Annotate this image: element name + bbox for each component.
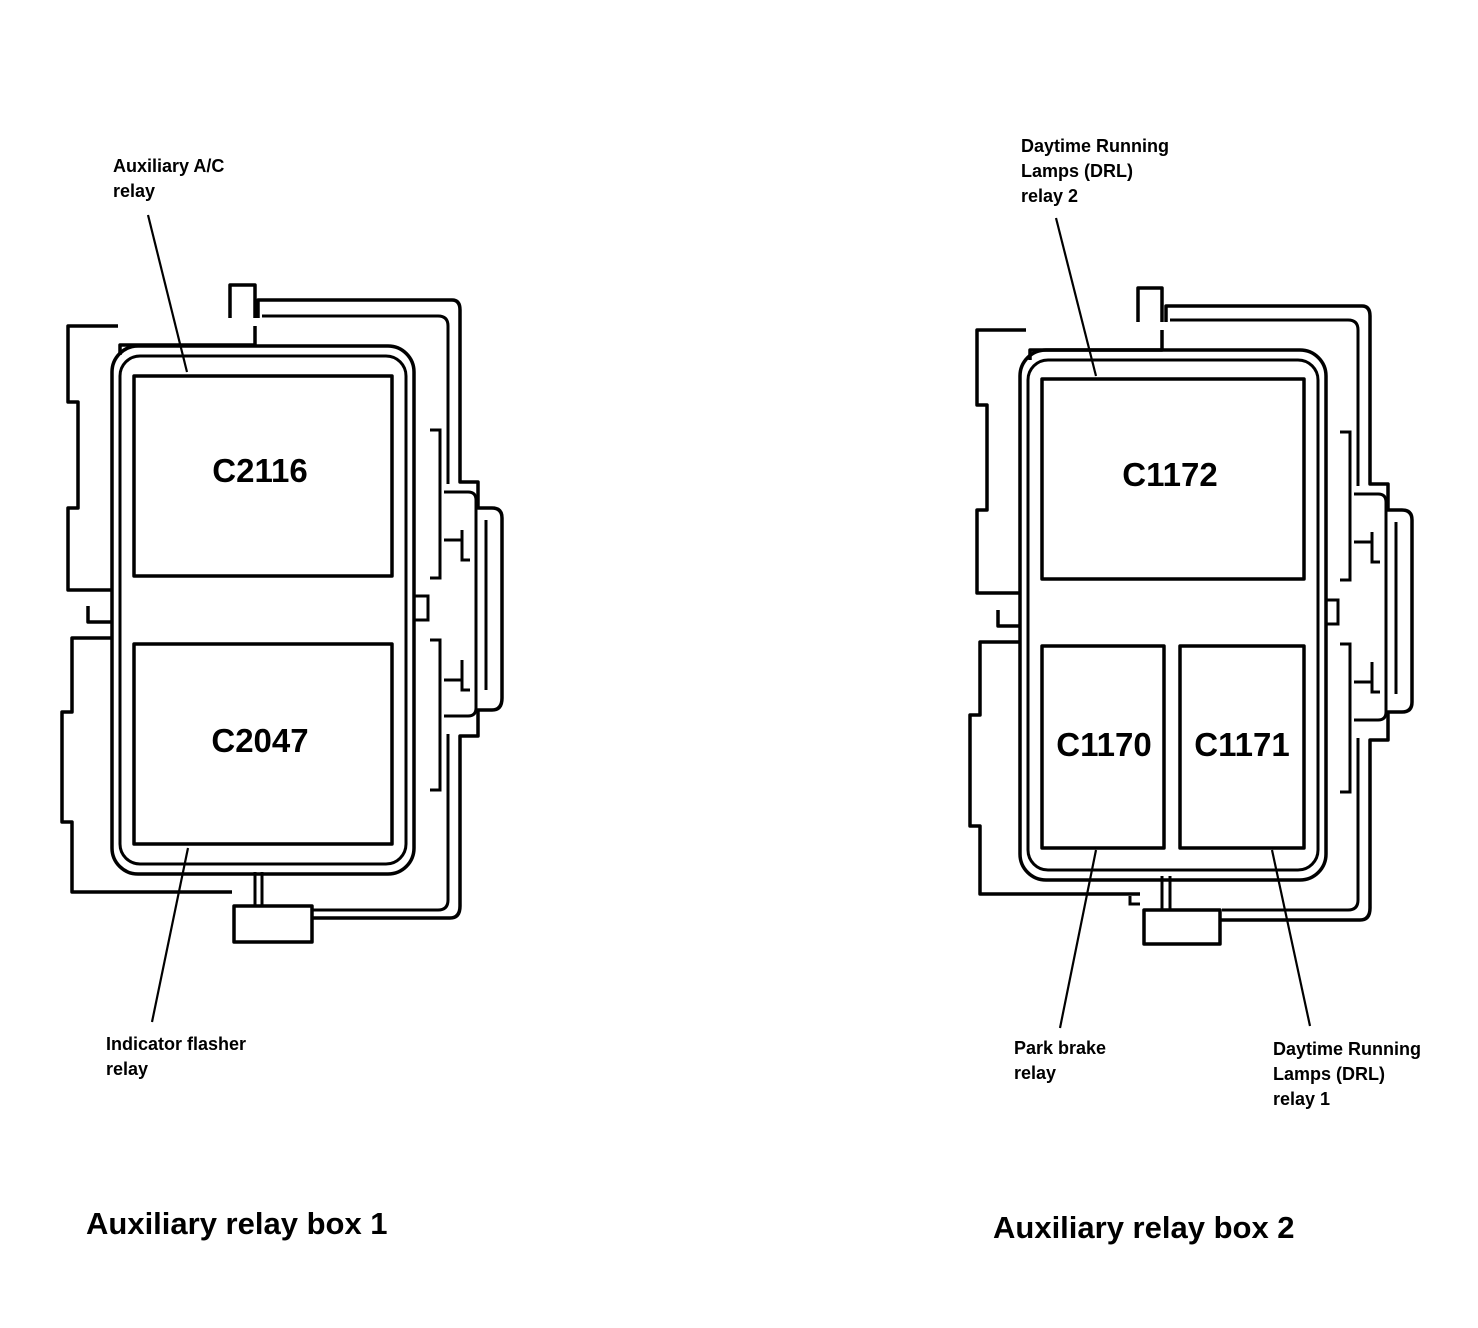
park-callout: Park brake relay [1014, 1038, 1111, 1083]
relay-box-1-body-inner [118, 354, 408, 866]
park-callout-line2: relay [1014, 1063, 1056, 1083]
relay-box-1-bracket-left [60, 324, 232, 894]
drl1-leader [1270, 849, 1312, 1027]
indicator-leader [150, 847, 190, 1023]
drl2-callout-line1: Daytime Running [1021, 136, 1169, 156]
relay-box-2-title: Auxiliary relay box 2 [993, 1210, 1295, 1245]
relay-box-2-bracket-inner [1128, 318, 1398, 912]
c2116-label: C2116 [212, 452, 307, 489]
relay-box-2-bracket-right [1164, 304, 1414, 922]
relay-box-1-body-outer [110, 344, 416, 876]
drl2-callout-line3: relay 2 [1021, 186, 1078, 206]
indicator-callout: Indicator flasher relay [106, 1034, 251, 1079]
drl1-callout-line2: Lamps (DRL) [1273, 1064, 1385, 1084]
indicator-callout-line1: Indicator flasher [106, 1034, 246, 1054]
c1170-block [1040, 644, 1166, 850]
aux-ac-callout-line1: Auxiliary A/C [113, 156, 224, 176]
drl2-leader [1054, 217, 1098, 377]
c1171-label: C1171 [1194, 726, 1289, 763]
drl2-callout-line2: Lamps (DRL) [1021, 161, 1133, 181]
aux-ac-callout: Auxiliary A/C relay [113, 156, 229, 201]
relay-box-2-body-inner [1026, 358, 1320, 872]
relay-box-2-bracket-left [968, 328, 1140, 896]
aux-ac-leader [146, 214, 189, 373]
relay-box-2-body-outer [1018, 348, 1328, 882]
drl1-callout-line1: Daytime Running [1273, 1039, 1421, 1059]
c1170-label: C1170 [1056, 726, 1151, 763]
c1171-block [1178, 644, 1306, 850]
park-leader [1058, 849, 1098, 1029]
relay-box-1: C2116 C2047 Auxiliary A/C relay Indicato… [60, 156, 504, 1241]
relay-box-2-bottom-tab [1142, 908, 1222, 946]
indicator-callout-line2: relay [106, 1059, 148, 1079]
relay-box-1-bracket-inner [262, 314, 488, 912]
relay-box-1-bottom-stem [253, 872, 264, 906]
drl1-callout: Daytime Running Lamps (DRL) relay 1 [1273, 1039, 1426, 1109]
park-callout-line1: Park brake [1014, 1038, 1106, 1058]
aux-ac-callout-line2: relay [113, 181, 155, 201]
relay-box-1-title: Auxiliary relay box 1 [86, 1206, 388, 1241]
relay-box-2: C1172 C1170 C1171 Daytime Running Lamps … [968, 136, 1426, 1245]
c2047-label: C2047 [211, 722, 308, 759]
c2116-block [132, 374, 394, 578]
c2047-block [132, 642, 394, 846]
c1172-block [1040, 377, 1306, 581]
c1172-label: C1172 [1122, 456, 1217, 493]
drl1-callout-line3: relay 1 [1273, 1089, 1330, 1109]
drl2-callout: Daytime Running Lamps (DRL) relay 2 [1021, 136, 1174, 206]
relay-box-1-bottom-tab [232, 904, 314, 944]
relay-box-1-bracket-right [256, 298, 504, 920]
